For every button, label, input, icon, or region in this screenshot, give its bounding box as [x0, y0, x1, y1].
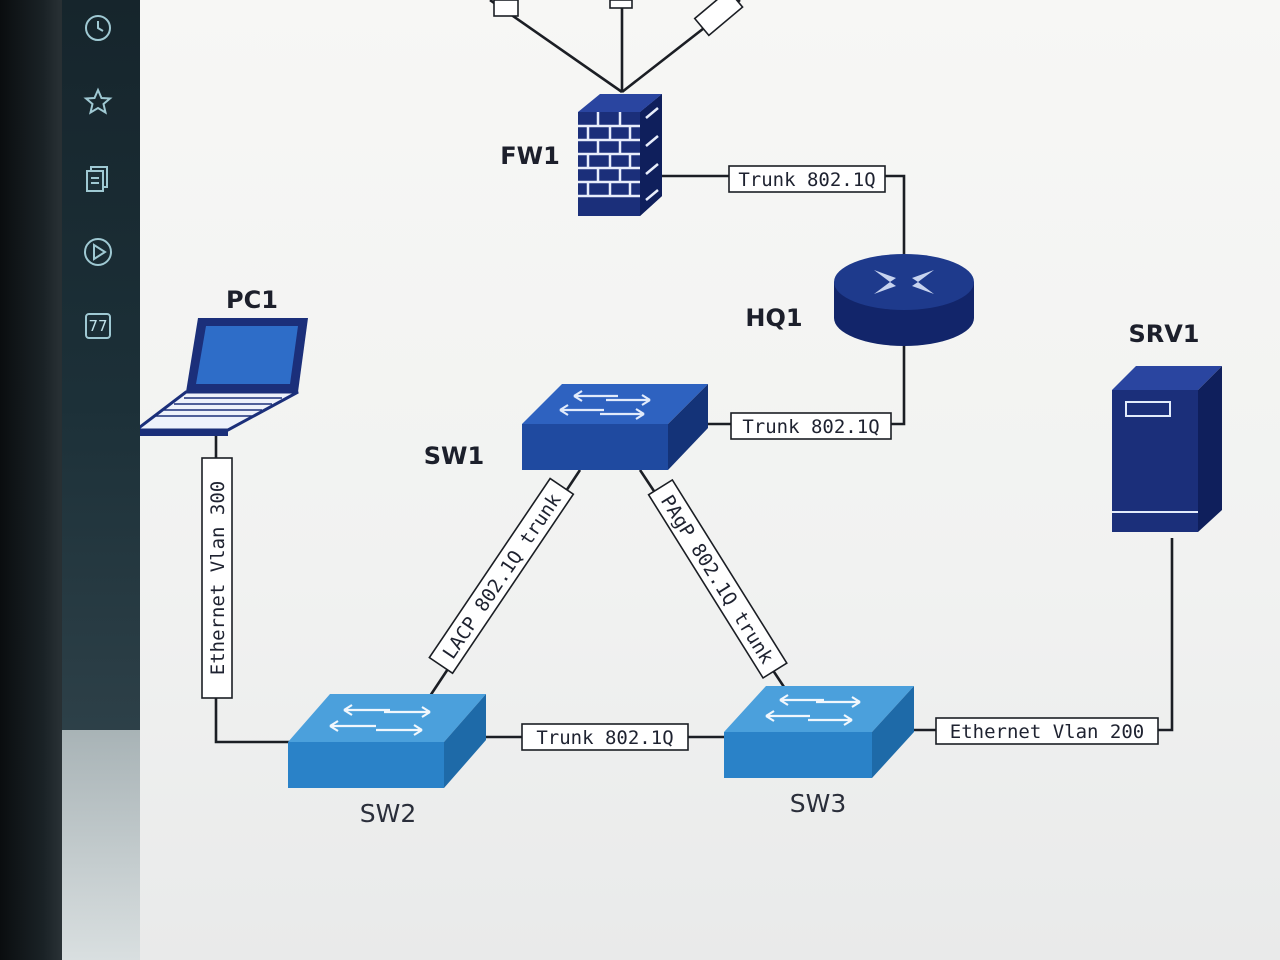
copy-icon[interactable]	[76, 156, 120, 200]
switch-sw1-icon[interactable]	[522, 384, 708, 470]
svg-text:Trunk 802.1Q: Trunk 802.1Q	[742, 416, 879, 438]
link-label-hq1-sw1: Trunk 802.1Q	[730, 412, 892, 440]
label-hq1: HQ1	[745, 304, 802, 332]
sidebar-bottom	[62, 730, 140, 960]
link-label-sw1-sw3: PAgP 802.1Q trunk	[647, 478, 788, 680]
svg-text:PAgP 802.1Q trunk: PAgP 802.1Q trunk	[656, 491, 778, 668]
svg-text:Ethernet Vlan 300: Ethernet Vlan 300	[207, 481, 229, 675]
diagram-canvas: Trunk 802.1Q Trunk 802.1Q LACP 802.1Q tr…	[140, 0, 1280, 960]
svg-text:Trunk 802.1Q: Trunk 802.1Q	[738, 169, 875, 191]
label-sw3: SW3	[790, 789, 847, 818]
switch-sw2-icon[interactable]	[288, 694, 486, 788]
link-label-sw1-sw2: LACP 802.1Q trunk	[428, 477, 575, 675]
connections	[214, 174, 1174, 744]
link-label-fw1-hq1: Trunk 802.1Q	[728, 165, 886, 193]
badge-icon[interactable]: 77	[76, 304, 120, 348]
label-sw2: SW2	[360, 799, 417, 828]
upper-links	[489, 0, 744, 94]
server-icon[interactable]	[1112, 366, 1222, 532]
play-icon[interactable]	[76, 230, 120, 274]
svg-text:LACP 802.1Q trunk: LACP 802.1Q trunk	[439, 489, 566, 663]
label-srv1: SRV1	[1128, 320, 1199, 348]
network-diagram: Trunk 802.1Q Trunk 802.1Q LACP 802.1Q tr…	[140, 0, 1222, 828]
link-label-sw2-sw3: Trunk 802.1Q	[521, 723, 689, 751]
clock-icon[interactable]	[76, 6, 120, 50]
label-sw1: SW1	[424, 442, 484, 470]
label-pc1: PC1	[226, 286, 278, 314]
firewall-icon[interactable]	[578, 94, 662, 216]
label-fw1: FW1	[500, 142, 560, 170]
svg-text:Ethernet Vlan 200: Ethernet Vlan 200	[950, 721, 1144, 743]
router-icon[interactable]	[834, 254, 974, 346]
star-icon[interactable]	[76, 80, 120, 124]
link-label-sw3-srv1: Ethernet Vlan 200	[935, 717, 1159, 745]
switch-sw3-icon[interactable]	[724, 686, 914, 778]
screen-bezel	[0, 0, 62, 960]
laptop-icon[interactable]	[140, 318, 308, 436]
link-label-pc1-sw2: Ethernet Vlan 300	[201, 457, 233, 699]
svg-text:Trunk 802.1Q: Trunk 802.1Q	[536, 727, 673, 749]
sidebar: 77	[62, 0, 140, 730]
badge-number: 77	[88, 317, 108, 335]
